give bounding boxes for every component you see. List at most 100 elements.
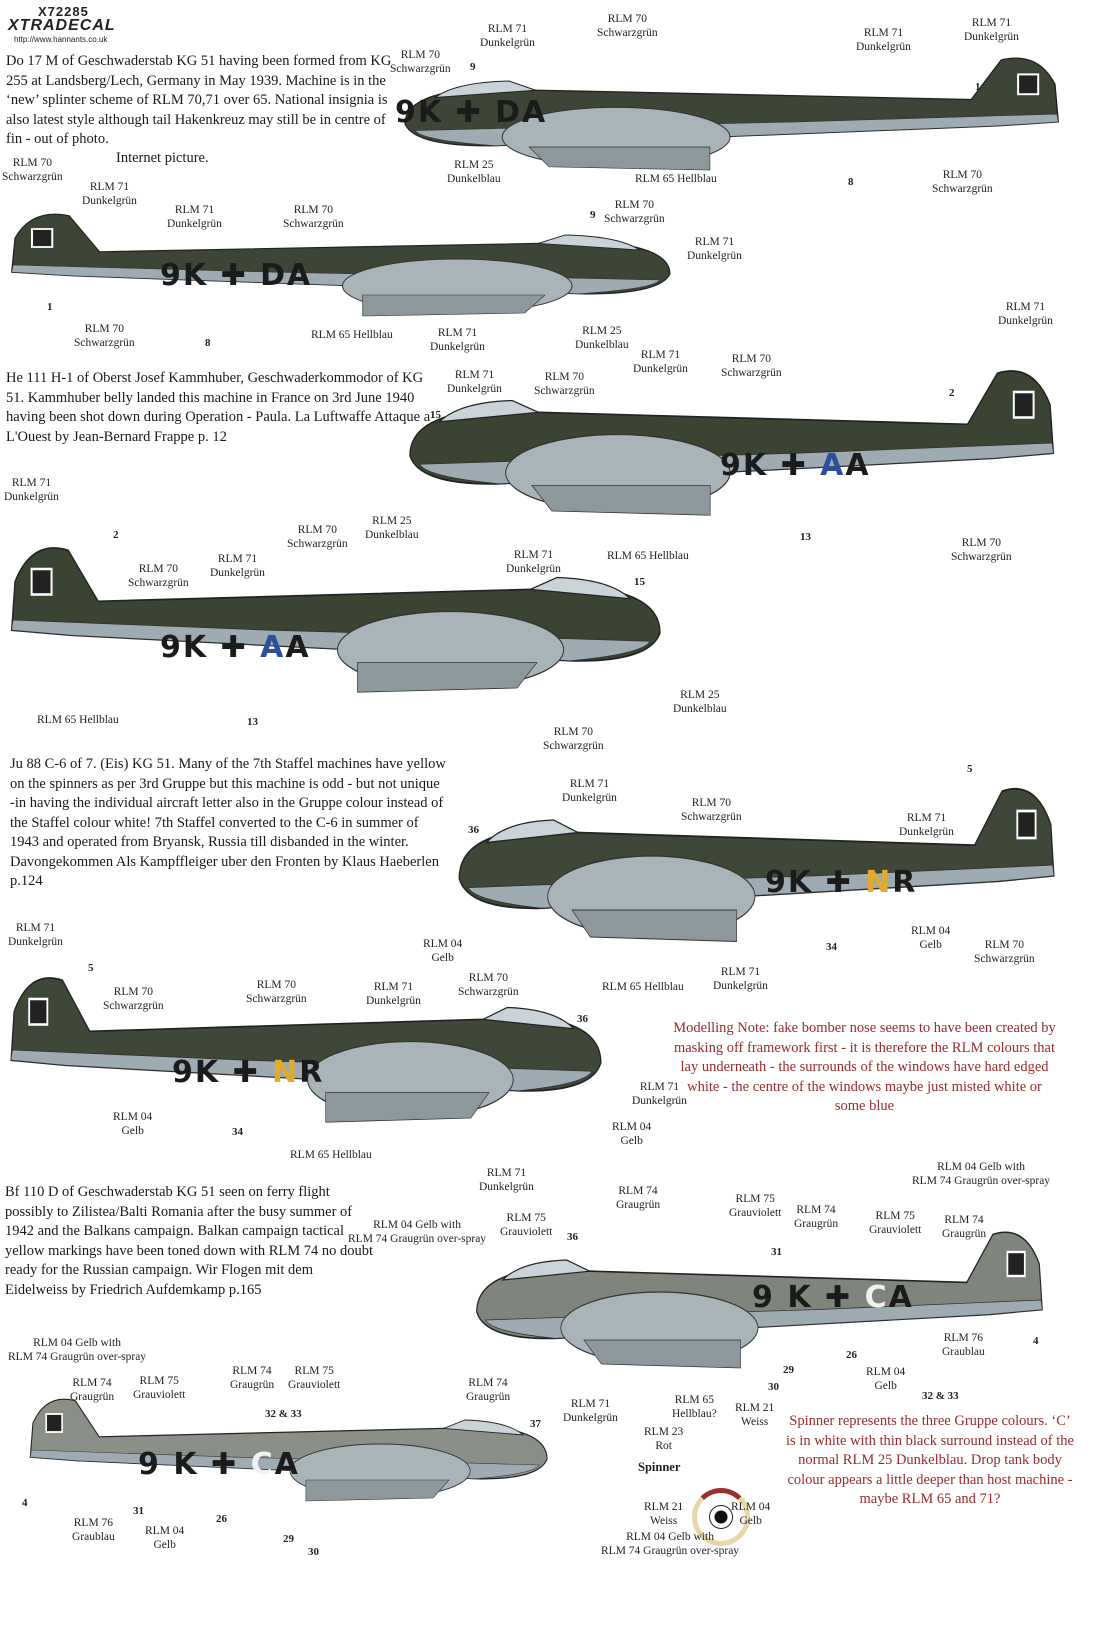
decal-number-callout: 36 bbox=[567, 1230, 578, 1244]
decal-number-callout: 29 bbox=[783, 1363, 794, 1377]
callout-title: RLM 74 bbox=[618, 1185, 658, 1197]
callout-title: RLM 70 bbox=[984, 939, 1024, 951]
callout-title: RLM 71 bbox=[89, 181, 130, 193]
callout-title: RLM 74 bbox=[468, 1377, 508, 1389]
callout-title: 29 bbox=[283, 1533, 294, 1545]
callout-subtitle: Dunkelblau bbox=[575, 339, 629, 351]
code-prefix: 9K bbox=[720, 448, 769, 483]
callout-title: 26 bbox=[216, 1513, 227, 1525]
callout-subtitle: Graugrün bbox=[616, 1199, 661, 1211]
callout-title: RLM 71 bbox=[640, 349, 681, 361]
callout-title: 30 bbox=[768, 1381, 779, 1393]
ju88-bottom-aircraft-profile bbox=[5, 965, 610, 1135]
decal-number-callout: 32 & 33 bbox=[922, 1389, 959, 1403]
paint-color-callout: RLM 71 Dunkelgrün bbox=[82, 180, 137, 208]
callout-title: RLM 65 Hellblau bbox=[602, 981, 684, 993]
callout-title: RLM 21 bbox=[644, 1501, 684, 1513]
bf110-top-aircraft-profile bbox=[468, 1220, 1048, 1380]
decal-number-callout: 30 bbox=[308, 1545, 319, 1559]
do17-top-aircraft-profile bbox=[395, 48, 1065, 180]
code-suffix: R bbox=[299, 1055, 325, 1090]
aircraft-code-marking: 9K ✚ NR bbox=[765, 865, 918, 900]
paint-color-callout: RLM 70 Schwarzgrün bbox=[390, 48, 451, 76]
callout-subtitle: Schwarzgrün bbox=[721, 367, 782, 379]
callout-subtitle: Graugrün bbox=[942, 1228, 987, 1240]
decal-number-callout: 26 bbox=[216, 1512, 227, 1526]
callout-subtitle: Graugrün bbox=[466, 1391, 511, 1403]
callout-title: RLM 70 bbox=[84, 323, 124, 335]
callout-subtitle: Graugrün bbox=[70, 1391, 115, 1403]
callout-title: RLM 71 bbox=[487, 23, 528, 35]
callout-title: RLM 70 bbox=[138, 563, 178, 575]
callout-subtitle: Dunkelgrün bbox=[713, 980, 768, 992]
code-prefix: 9K bbox=[172, 1055, 221, 1090]
callout-title: RLM 71 bbox=[11, 477, 52, 489]
callout-title: RLM 25 bbox=[582, 325, 622, 337]
ju88-top-aircraft-profile bbox=[450, 775, 1060, 955]
callout-subtitle: Schwarzgrün bbox=[390, 63, 451, 75]
callout-title: RLM 04 bbox=[113, 1111, 153, 1123]
decal-number-callout: 15 bbox=[430, 408, 441, 422]
callout-subtitle: Gelb bbox=[121, 1125, 144, 1137]
decal-number-callout: 13 bbox=[247, 715, 258, 729]
callout-subtitle: Graugrün bbox=[794, 1218, 839, 1230]
callout-title: RLM 71 bbox=[694, 236, 735, 248]
decal-number-callout: 26 bbox=[846, 1348, 857, 1362]
callout-subtitle: Schwarzgrün bbox=[597, 27, 658, 39]
callout-title: RLM 04 Gelb with bbox=[626, 1531, 714, 1543]
callout-title: 37 bbox=[530, 1418, 541, 1430]
callout-title: RLM 75 bbox=[506, 1212, 546, 1224]
callout-subtitle: Schwarzgrün bbox=[103, 1000, 164, 1012]
callout-title: RLM 76 bbox=[943, 1332, 984, 1344]
callout-subtitle: Schwarzgrün bbox=[2, 171, 63, 183]
callout-title: 9 bbox=[590, 209, 596, 221]
ju88-description: Ju 88 C-6 of 7. (Eis) KG 51. Many of the… bbox=[10, 756, 446, 889]
do17-source: Internet picture. bbox=[116, 150, 209, 166]
code-letter: A bbox=[820, 448, 846, 483]
callout-subtitle: Graublau bbox=[942, 1346, 985, 1358]
callout-subtitle: Gelb bbox=[919, 939, 942, 951]
callout-title: RLM 25 bbox=[680, 689, 720, 701]
callout-title: RLM 70 bbox=[400, 49, 440, 61]
callout-title: RLM 71 bbox=[437, 327, 478, 339]
website-url: http://www.hannants.co.uk bbox=[14, 35, 108, 44]
code-letter: C bbox=[864, 1280, 889, 1315]
brand-name: XTRADECAL bbox=[8, 17, 116, 34]
paint-color-callout: RLM 65 Hellblau bbox=[37, 713, 119, 727]
callout-title: RLM 70 bbox=[553, 726, 593, 738]
callout-subtitle: Schwarzgrün bbox=[604, 213, 665, 225]
callout-subtitle: Dunkelgrün bbox=[210, 567, 265, 579]
callout-title: 32 & 33 bbox=[922, 1390, 959, 1402]
callout-subtitle: Dunkelblau bbox=[365, 529, 419, 541]
decal-number-callout: 9 bbox=[590, 208, 596, 222]
callout-title: 1 bbox=[975, 81, 981, 93]
callout-subtitle: Schwarzgrün bbox=[974, 953, 1035, 965]
code-letter: C bbox=[250, 1447, 275, 1482]
he111-description: He 111 H-1 of Oberst Josef Kammhuber, Ge… bbox=[6, 370, 431, 445]
callout-subtitle: Dunkelgrün bbox=[82, 195, 137, 207]
he111-bottom-aircraft-profile bbox=[5, 535, 670, 705]
callout-title: 9 bbox=[470, 61, 476, 73]
callout-subtitle: Grauviolett bbox=[729, 1207, 782, 1219]
decal-number-callout: 13 bbox=[800, 530, 811, 544]
do17-bottom-aircraft-profile bbox=[5, 205, 680, 325]
callout-subtitle: Dunkelgrün bbox=[687, 250, 742, 262]
callout-subtitle: Dunkelgrün bbox=[632, 1095, 687, 1107]
callout-subtitle: Grauviolett bbox=[133, 1389, 186, 1401]
tail-insignia bbox=[45, 1413, 63, 1433]
callout-title: RLM 71 bbox=[569, 778, 610, 790]
